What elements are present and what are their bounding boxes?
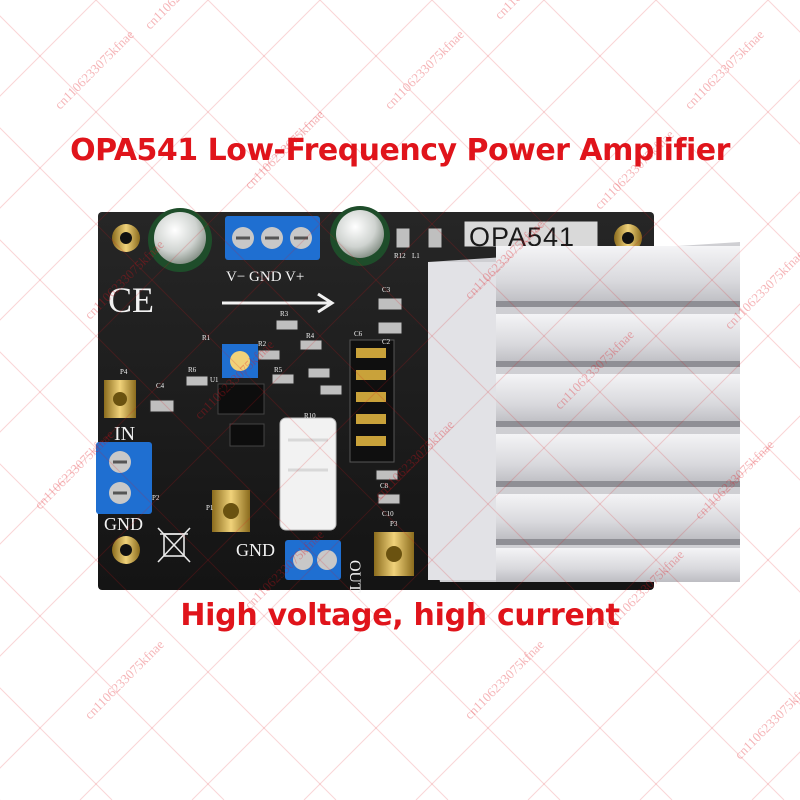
refdes-label: C2 [382,338,391,346]
logo-ce: CE [108,280,154,320]
ic-u1 [217,383,265,415]
silk-gnd-mid: GND [236,540,275,560]
arrow-silk [222,292,335,314]
input-terminal [96,442,152,514]
heatsink [428,242,740,582]
silk-in: IN [114,423,135,445]
capacitor-right [330,206,390,266]
refdes-label: C6 [354,330,363,338]
pin-header [349,339,395,463]
capacitor-left [148,208,212,272]
refdes-label: R5 [274,366,283,374]
weee-bin-icon [157,527,191,563]
silk-gnd-left: GND [104,514,143,534]
silk-out: OUT [346,560,363,593]
film-capacitor [279,417,337,531]
headline: OPA541 Low-Frequency Power Amplifier [70,133,730,168]
refdes-label: R4 [306,332,315,340]
refdes-label: R6 [188,366,197,374]
refdes-label: R1 [202,334,211,342]
refdes-label: P3 [390,520,398,528]
sma-out [374,532,414,576]
sma-in [104,380,136,418]
refdes-label: R12 [394,252,406,260]
refdes-label: C10 [382,510,394,518]
sma-p1 [212,490,250,532]
mounting-holes [112,224,642,564]
subline: High voltage, high current [180,598,620,633]
silk-power: V− GND V+ [226,269,304,285]
refdes-label: L1 [412,252,420,260]
refdes-label: C8 [380,482,389,490]
smd-parts [149,227,443,505]
ic-small [229,423,265,447]
output-terminal [285,540,341,580]
refdes-label: P1 [206,504,214,512]
refdes-label: R10 [304,412,316,420]
refdes-label: C4 [156,382,165,390]
refdes-label: R2 [258,340,267,348]
refdes-label: P2 [152,494,160,502]
refdes-label: R3 [280,310,289,318]
refdes-label: U1 [210,376,219,384]
refdes-label: P4 [120,368,128,376]
power-terminal [225,216,320,260]
trimmer-pot [222,344,258,378]
refdes-label: C3 [382,286,391,294]
refdes-labels: P4 C4 R6 R1 U1 R2 R3 R4 R5 R10 C3 C2 R12… [120,252,420,528]
